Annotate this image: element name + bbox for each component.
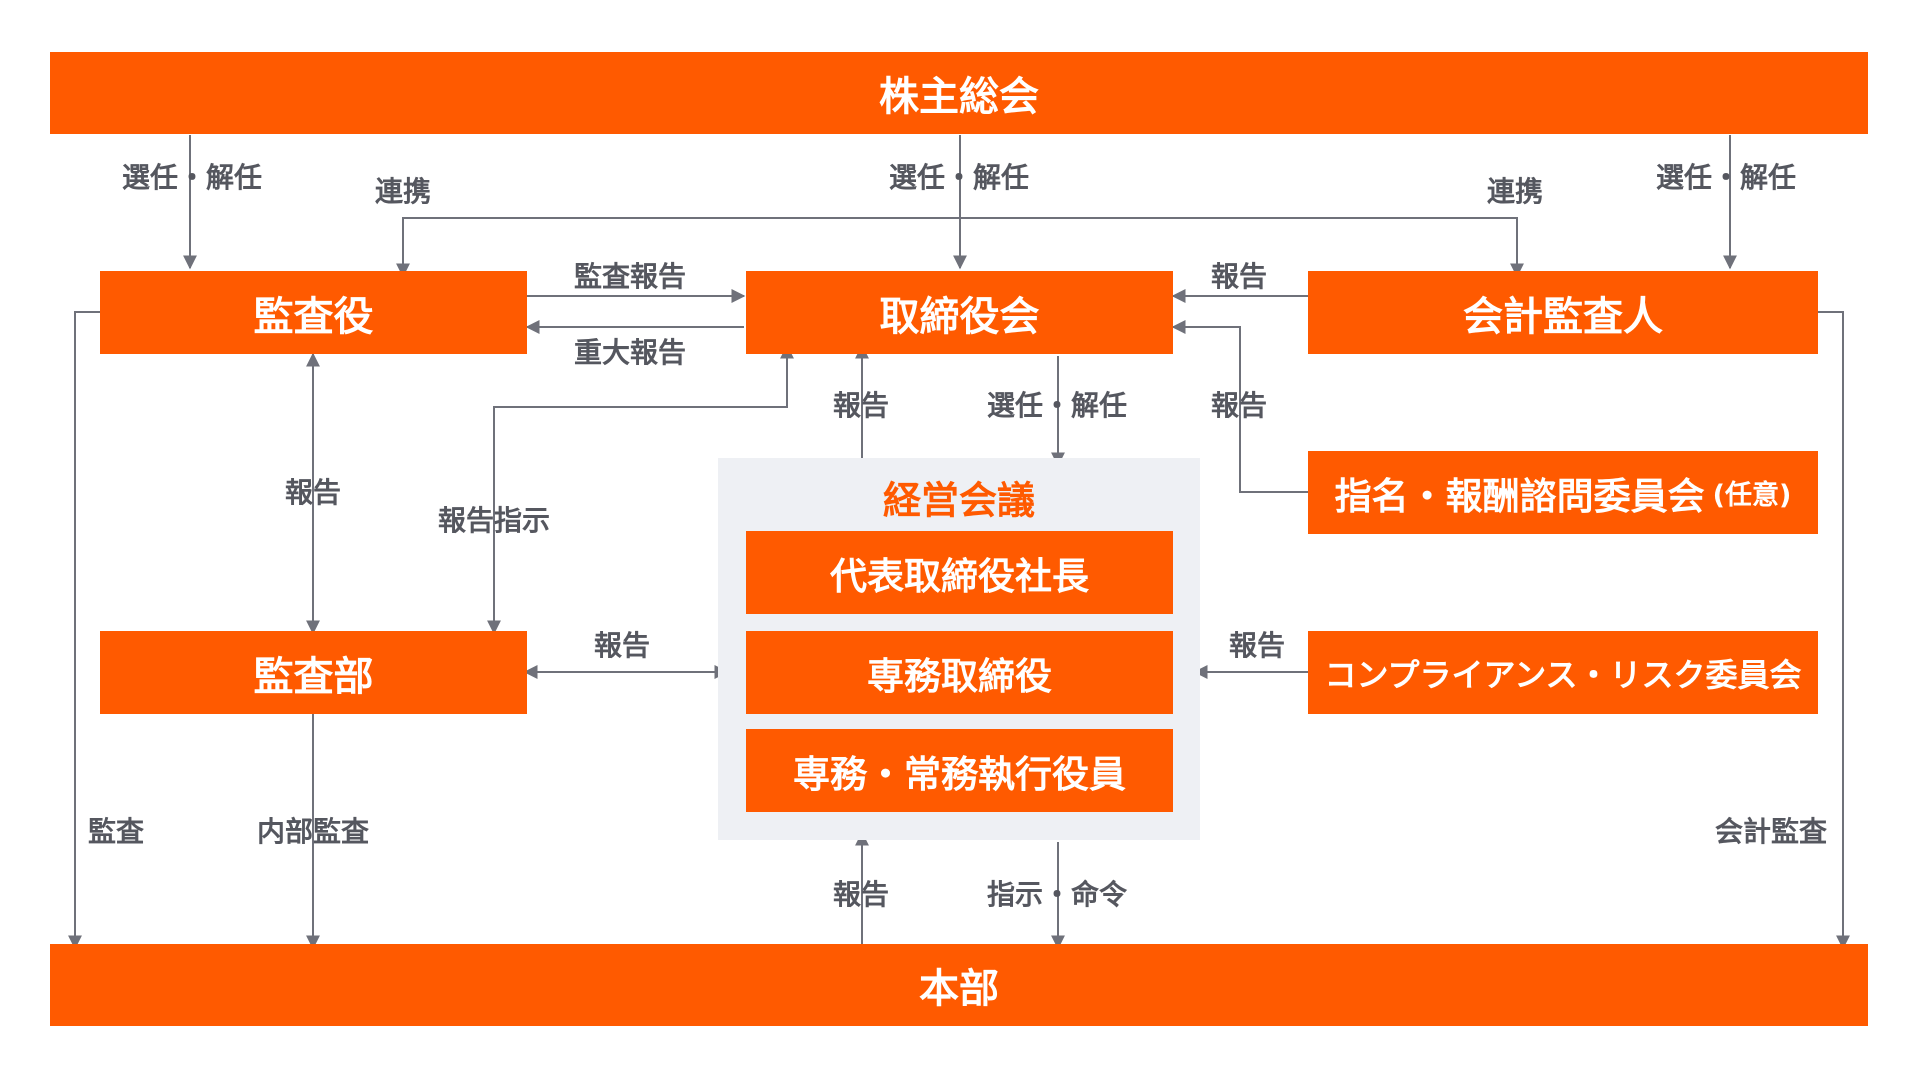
label-audit: 監査 bbox=[87, 815, 145, 848]
label-accounting-audit: 会計監査 bbox=[1714, 815, 1828, 848]
label-report-to-board: 報告 bbox=[832, 389, 890, 422]
label-report-instruction: 報告指示 bbox=[437, 504, 551, 537]
arrow-report-nomination bbox=[1171, 320, 1308, 493]
auditor-box: 監査役 bbox=[100, 271, 527, 354]
label-report-nomination: 報告 bbox=[1210, 389, 1268, 422]
senior-director-box: 専務取締役 bbox=[746, 631, 1173, 714]
label-report-hq: 報告 bbox=[832, 878, 890, 911]
label-audit-report: 監査報告 bbox=[573, 260, 687, 293]
arrow-accounting-audit bbox=[1818, 311, 1850, 950]
label-major-report: 重大報告 bbox=[573, 336, 687, 369]
arrow-collaboration bbox=[396, 217, 1524, 278]
audit-dept-box: 監査部 bbox=[100, 631, 527, 714]
nomination-optional-note: (任意) bbox=[1712, 480, 1792, 511]
nomination-committee-box: 指名・報酬諮問委員会(任意) bbox=[1308, 451, 1818, 534]
label-board-elect-mgmt: 選任・解任 bbox=[986, 389, 1128, 422]
label-report-accounting: 報告 bbox=[1210, 260, 1268, 293]
hq-box: 本部 bbox=[50, 944, 1868, 1026]
label-report-auditor-dept: 報告 bbox=[284, 476, 342, 509]
president-box: 代表取締役社長 bbox=[746, 531, 1173, 614]
label-report-compliance: 報告 bbox=[1228, 629, 1286, 662]
nomination-committee-label: 指名・報酬諮問委員会 bbox=[1334, 474, 1705, 518]
compliance-committee-box: コンプライアンス・リスク委員会 bbox=[1308, 631, 1818, 714]
board-box: 取締役会 bbox=[746, 271, 1173, 354]
label-report-dept-mgmt: 報告 bbox=[593, 629, 651, 662]
shareholders-box: 株主総会 bbox=[50, 52, 1868, 134]
arrow-report-instruction bbox=[487, 344, 794, 635]
mgmt-meeting-title: 経営会議 bbox=[882, 478, 1036, 523]
label-elect-accounting-auditor: 選任・解任 bbox=[1655, 161, 1797, 194]
label-elect-auditor: 選任・解任 bbox=[121, 161, 263, 194]
label-instruction-order: 指示・命令 bbox=[986, 878, 1128, 911]
label-internal-audit: 内部監査 bbox=[256, 815, 370, 848]
label-elect-board: 選任・解任 bbox=[888, 161, 1030, 194]
label-collab-right: 連携 bbox=[1486, 175, 1544, 208]
accounting-auditor-box: 会計監査人 bbox=[1308, 271, 1818, 354]
arrow-audit bbox=[68, 311, 100, 950]
officers-box: 専務・常務執行役員 bbox=[746, 729, 1173, 812]
label-collab-left: 連携 bbox=[374, 175, 432, 208]
